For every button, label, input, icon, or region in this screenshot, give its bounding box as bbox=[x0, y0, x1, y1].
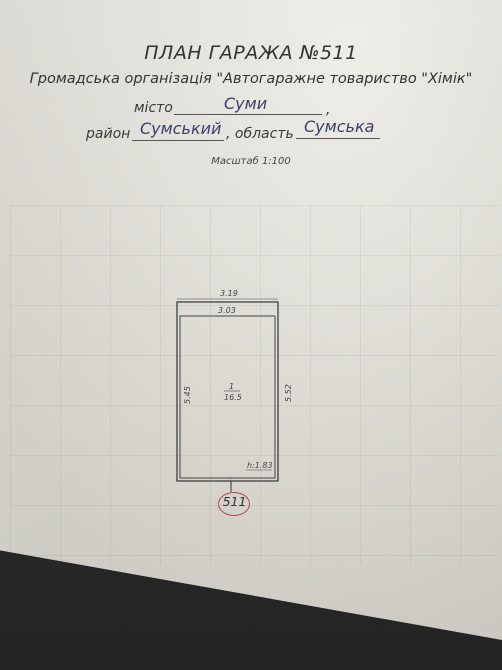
region-label: , область bbox=[226, 126, 294, 142]
faint-grid bbox=[10, 205, 500, 565]
district-underline bbox=[132, 140, 224, 141]
inner-wall bbox=[179, 315, 276, 479]
page-title: ПЛАН ГАРАЖА №511 bbox=[144, 42, 358, 64]
height-label: h:1.83 bbox=[247, 461, 273, 470]
city-comma: , bbox=[326, 102, 331, 118]
outer-width-label: 3.19 bbox=[220, 289, 238, 298]
outer-wall bbox=[176, 301, 279, 482]
city-underline bbox=[174, 114, 322, 115]
district-label: район bbox=[86, 126, 131, 142]
garage-number: 511 bbox=[222, 494, 247, 509]
city-label: місто bbox=[134, 100, 173, 116]
scale-note: Масштаб 1:100 bbox=[211, 156, 291, 167]
region-underline bbox=[296, 138, 380, 139]
organization-name: Громадська організація "Автогаражне това… bbox=[29, 71, 473, 87]
garage-number-circle bbox=[218, 492, 250, 516]
floor-plan-drawing: 3.19 3.03 5.45 5.52 1 16.5 h:1.83 bbox=[176, 289, 293, 482]
district-value: Сумський bbox=[140, 119, 222, 138]
room-number-label: 1 bbox=[229, 382, 234, 391]
left-length-label: 5.45 bbox=[183, 386, 192, 404]
inner-width-label: 3.03 bbox=[218, 306, 236, 315]
room-area-label: 16.5 bbox=[224, 393, 242, 402]
right-length-label: 5.52 bbox=[284, 384, 293, 402]
paper-sheet: ПЛАН ГАРАЖА №511 Громадська організація … bbox=[0, 0, 502, 640]
city-value: Суми bbox=[224, 94, 268, 113]
paper-shading bbox=[0, 0, 502, 640]
region-value: Сумська bbox=[304, 117, 375, 136]
